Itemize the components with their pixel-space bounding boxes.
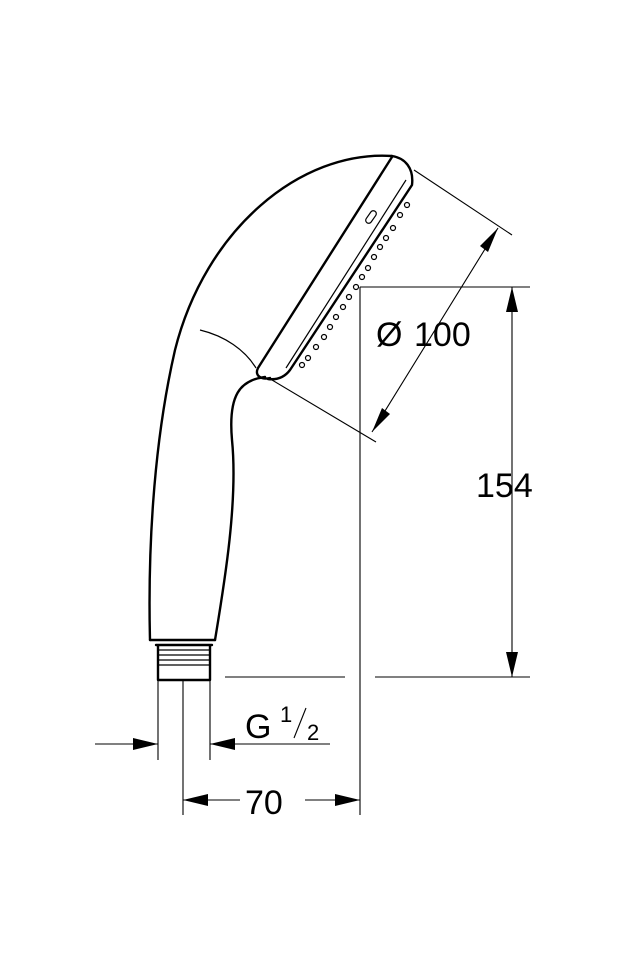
- thread-denominator: 2: [307, 720, 319, 745]
- shower-outline: [148, 154, 414, 682]
- arrow-icon: [210, 738, 235, 750]
- thread-numerator: 1: [280, 702, 292, 727]
- nozzles: [298, 201, 411, 369]
- arrow-icon: [480, 228, 498, 252]
- height-label: 154: [476, 467, 533, 505]
- dimension-lines: [95, 169, 530, 815]
- thread-prefix: G: [245, 708, 271, 746]
- arrow-icon: [133, 738, 158, 750]
- diameter-symbol: Ø: [376, 316, 402, 354]
- mode-button-icon: [365, 210, 377, 224]
- width-label: 70: [245, 784, 283, 822]
- arrow-icon: [506, 287, 518, 312]
- arrow-icon: [372, 408, 390, 432]
- arrow-icon: [335, 794, 360, 806]
- arrow-icon: [506, 652, 518, 677]
- diameter-label: 100: [414, 316, 471, 354]
- arrow-icon: [183, 794, 208, 806]
- thread-connector: [154, 643, 214, 682]
- labels: Ø 100 154 70 G 1 2: [245, 316, 533, 822]
- fraction-slash: [293, 707, 307, 739]
